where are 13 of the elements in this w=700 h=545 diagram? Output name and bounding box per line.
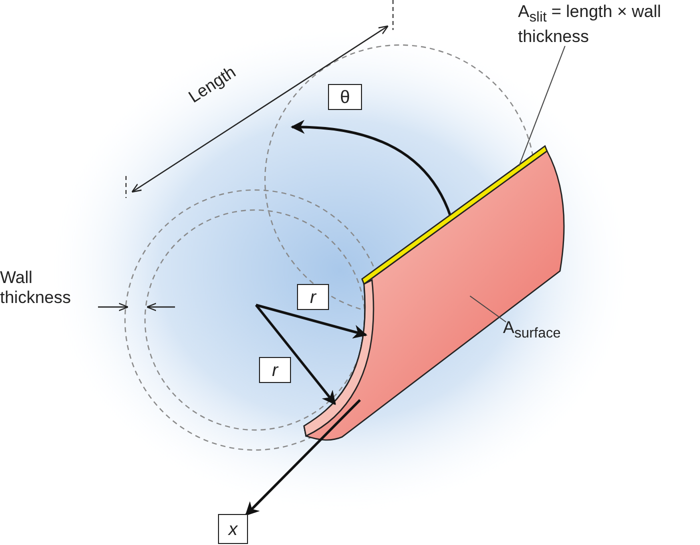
radius-arrow [256,304,368,338]
radius-arrow [255,304,336,406]
variable-label: r [259,357,291,383]
variable-label: θ [328,84,362,110]
part-label: A$_{surface}$ [503,318,585,344]
variable-label: r [297,284,329,310]
slit-edge [361,144,548,286]
curved-sheet [303,150,565,441]
axis-arrow [245,399,361,516]
leader-line [518,46,566,166]
formula-text: A$_{slit}$ = length × wall thickness [518,2,700,46]
dimension-label: Wall thickness [0,268,72,308]
variable-label: x [218,514,248,544]
